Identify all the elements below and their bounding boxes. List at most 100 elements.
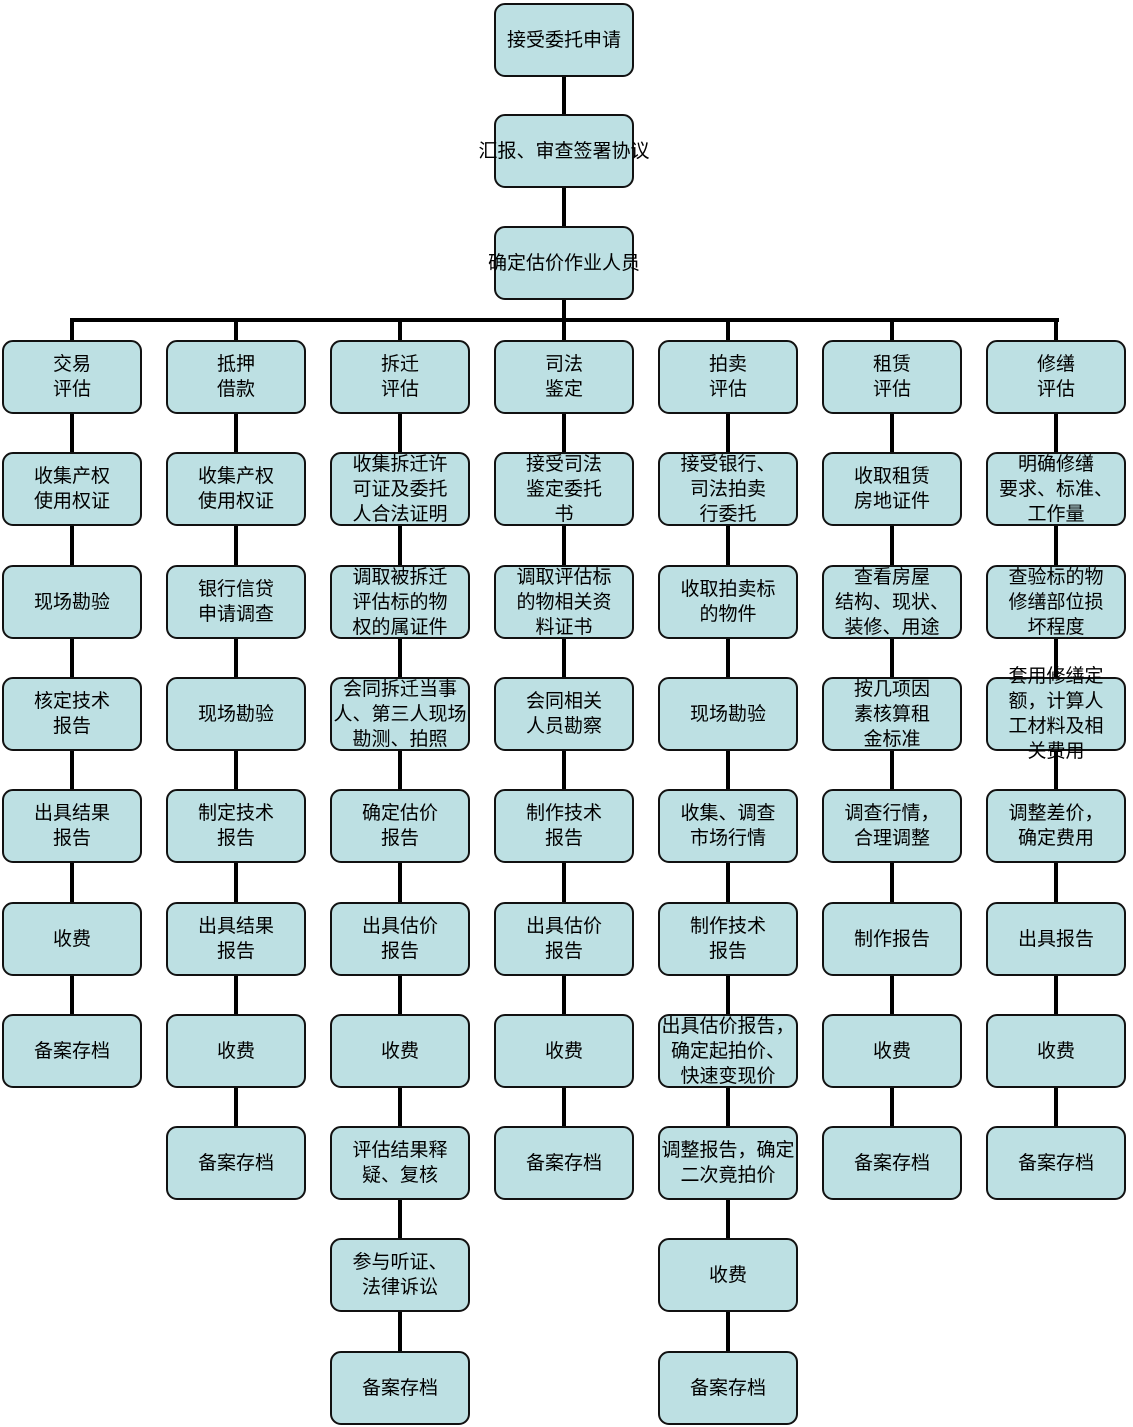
process-step-box: 出具结果 报告 bbox=[2, 789, 142, 863]
connector-line bbox=[562, 188, 566, 228]
process-step-box: 查验标的物 修缮部位损 坏程度 bbox=[986, 565, 1126, 639]
connector-line bbox=[398, 639, 402, 679]
connector-line bbox=[398, 526, 402, 566]
connector-line bbox=[398, 976, 402, 1016]
connector-line bbox=[398, 751, 402, 791]
process-step-box: 出具估价 报告 bbox=[330, 902, 470, 976]
process-step-box: 备案存档 bbox=[330, 1351, 470, 1425]
connector-line bbox=[890, 414, 894, 454]
connector-line bbox=[234, 751, 238, 791]
connector-line bbox=[890, 1088, 894, 1128]
process-step-box: 收费 bbox=[986, 1014, 1126, 1088]
process-step-box: 收集拆迁许 可证及委托 人合法证明 bbox=[330, 452, 470, 526]
connector-line bbox=[70, 639, 74, 679]
process-step-box: 核定技术 报告 bbox=[2, 677, 142, 751]
connector-line bbox=[562, 526, 566, 566]
process-step-box: 收费 bbox=[330, 1014, 470, 1088]
connector-line bbox=[234, 1088, 238, 1128]
connector-line bbox=[398, 863, 402, 903]
category-box: 交易 评估 bbox=[2, 340, 142, 414]
connector-line bbox=[398, 414, 402, 454]
process-step-box: 出具估价 报告 bbox=[494, 902, 634, 976]
process-step-box: 收费 bbox=[166, 1014, 306, 1088]
process-step-box: 收费 bbox=[822, 1014, 962, 1088]
connector-line bbox=[726, 1088, 730, 1128]
category-box: 拆迁 评估 bbox=[330, 340, 470, 414]
top-step-box: 汇报、审查签署协议 bbox=[479, 114, 650, 188]
process-step-box: 制作技术 报告 bbox=[658, 902, 798, 976]
process-step-box: 调整报告，确定 二次竟拍价 bbox=[658, 1126, 798, 1200]
connector-line bbox=[234, 320, 238, 342]
category-box: 抵押 借款 bbox=[166, 340, 306, 414]
process-step-box: 收集、调查 市场行情 bbox=[658, 789, 798, 863]
top-step-box: 接受委托申请 bbox=[494, 3, 634, 77]
process-step-box: 调查行情， 合理调整 bbox=[822, 789, 962, 863]
connector-line bbox=[890, 320, 894, 342]
process-step-box: 确定估价 报告 bbox=[330, 789, 470, 863]
process-step-box: 现场勘验 bbox=[658, 677, 798, 751]
process-step-box: 备案存档 bbox=[822, 1126, 962, 1200]
process-step-box: 现场勘验 bbox=[2, 565, 142, 639]
connector-line bbox=[398, 320, 402, 342]
process-step-box: 出具估价报告， 确定起拍价、 快速变现价 bbox=[658, 1014, 798, 1088]
connector-line bbox=[1054, 1088, 1058, 1128]
connector-line bbox=[70, 320, 74, 342]
connector-line bbox=[562, 300, 566, 320]
connector-line bbox=[726, 320, 730, 342]
process-step-box: 制定技术 报告 bbox=[166, 789, 306, 863]
connector-line bbox=[562, 863, 566, 903]
connector-line bbox=[1054, 526, 1058, 566]
process-step-box: 接受银行、 司法拍卖 行委托 bbox=[658, 452, 798, 526]
process-step-box: 出具结果 报告 bbox=[166, 902, 306, 976]
connector-line bbox=[234, 976, 238, 1016]
category-box: 租赁 评估 bbox=[822, 340, 962, 414]
connector-line bbox=[562, 414, 566, 454]
process-step-box: 备案存档 bbox=[494, 1126, 634, 1200]
connector-line bbox=[234, 526, 238, 566]
connector-line bbox=[890, 863, 894, 903]
process-step-box: 备案存档 bbox=[986, 1126, 1126, 1200]
process-step-box: 按几项因 素核算租 金标准 bbox=[822, 677, 962, 751]
process-step-box: 查看房屋 结构、现状、 装修、用途 bbox=[822, 565, 962, 639]
category-box: 修缮 评估 bbox=[986, 340, 1126, 414]
connector-line bbox=[234, 639, 238, 679]
connector-line bbox=[562, 976, 566, 1016]
connector-line bbox=[726, 526, 730, 566]
process-step-box: 会同拆迁当事 人、第三人现场 勘测、拍照 bbox=[330, 677, 470, 751]
connector-line bbox=[70, 751, 74, 791]
process-step-box: 会同相关 人员勘察 bbox=[494, 677, 634, 751]
connector-line bbox=[562, 639, 566, 679]
process-step-box: 备案存档 bbox=[166, 1126, 306, 1200]
connector-line bbox=[562, 751, 566, 791]
process-step-box: 套用修缮定 额，计算人 工材料及相 关费用 bbox=[986, 665, 1126, 762]
process-step-box: 收费 bbox=[658, 1238, 798, 1312]
connector-line bbox=[726, 976, 730, 1016]
process-step-box: 银行信贷 申请调查 bbox=[166, 565, 306, 639]
process-step-box: 评估结果释 疑、复核 bbox=[330, 1126, 470, 1200]
process-step-box: 收集产权 使用权证 bbox=[2, 452, 142, 526]
connector-line bbox=[70, 976, 74, 1016]
process-step-box: 制作技术 报告 bbox=[494, 789, 634, 863]
connector-line bbox=[562, 320, 566, 342]
connector-line bbox=[398, 1312, 402, 1352]
connector-line bbox=[890, 976, 894, 1016]
process-step-box: 收费 bbox=[494, 1014, 634, 1088]
connector-line bbox=[398, 1200, 402, 1240]
connector-line bbox=[1054, 639, 1058, 679]
process-step-box: 收取租赁 房地证件 bbox=[822, 452, 962, 526]
category-box: 司法 鉴定 bbox=[494, 340, 634, 414]
connector-line bbox=[1054, 414, 1058, 454]
connector-line bbox=[890, 751, 894, 791]
process-step-box: 收取拍卖标 的物件 bbox=[658, 565, 798, 639]
connector-line bbox=[70, 414, 74, 454]
connector-line bbox=[70, 863, 74, 903]
connector-line bbox=[726, 639, 730, 679]
connector-line bbox=[1054, 976, 1058, 1016]
process-step-box: 备案存档 bbox=[2, 1014, 142, 1088]
process-step-box: 接受司法 鉴定委托 书 bbox=[494, 452, 634, 526]
process-step-box: 现场勘验 bbox=[166, 677, 306, 751]
process-step-box: 备案存档 bbox=[658, 1351, 798, 1425]
process-step-box: 调整差价， 确定费用 bbox=[986, 789, 1126, 863]
top-step-box: 确定估价作业人员 bbox=[488, 226, 640, 300]
connector-line bbox=[890, 526, 894, 566]
